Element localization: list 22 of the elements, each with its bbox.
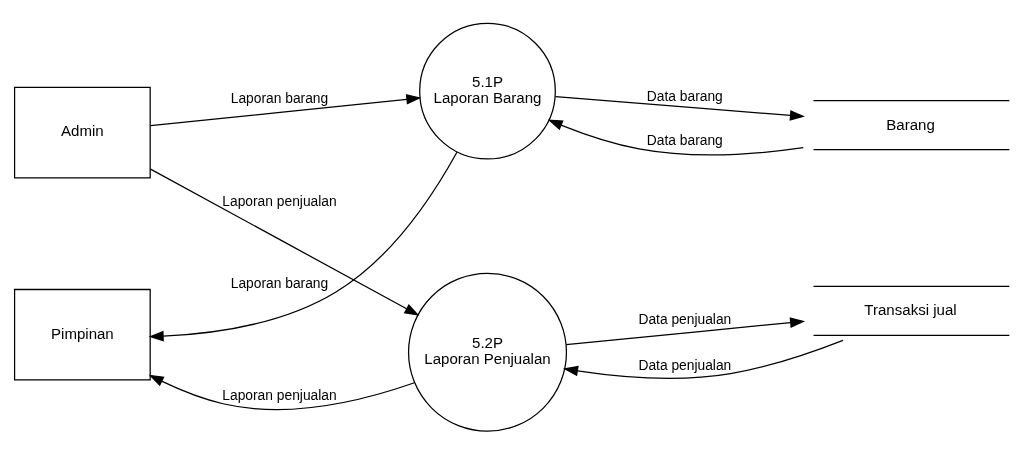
node-box: Pimpinan <box>13 288 151 380</box>
edge-label: Laporan barang <box>230 275 328 291</box>
arrow <box>554 95 805 121</box>
node-box: Admin <box>13 86 151 178</box>
node-text: Barang <box>885 115 935 133</box>
edge-label: Laporan penjualan <box>221 387 337 403</box>
node-circle: 5.2P Laporan Penjualan <box>407 272 567 432</box>
edge-label: Laporan barang <box>230 90 328 106</box>
arrow <box>149 168 419 316</box>
arrow <box>547 119 804 155</box>
arrow <box>149 93 421 126</box>
edge-label: Data barang <box>646 132 723 148</box>
arrow <box>148 374 415 410</box>
node-text: Transaksi jual <box>863 300 957 318</box>
arrow <box>564 316 805 345</box>
node-circle: 5.1P Laporan Barang <box>418 22 556 160</box>
edge-label: Laporan penjualan <box>221 193 337 209</box>
edge-label: Data penjualan <box>637 311 731 327</box>
edge-label: Data barang <box>646 88 723 104</box>
edge-label: Data penjualan <box>637 357 731 373</box>
arrow <box>562 339 844 379</box>
arrow <box>148 151 458 341</box>
